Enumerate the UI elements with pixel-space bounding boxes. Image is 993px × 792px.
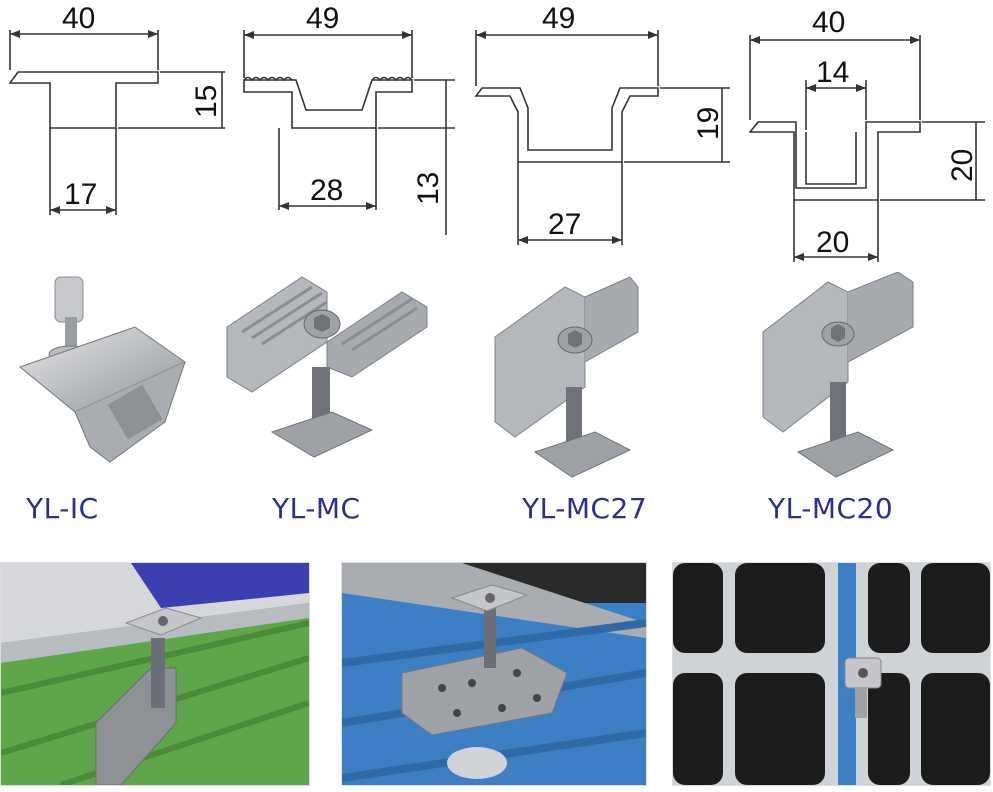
dim-mc20-height: 20 bbox=[946, 149, 979, 182]
model-label-yl-mc27: YL-MC27 bbox=[522, 492, 648, 525]
install-photo-green-roof bbox=[0, 562, 310, 786]
dim-mc20-top: 40 bbox=[812, 6, 845, 39]
dim-mc-height: 13 bbox=[412, 172, 445, 205]
dim-mc27-height: 19 bbox=[692, 107, 725, 140]
yl-mc27-photo bbox=[494, 276, 639, 478]
dim-mc20-inner: 14 bbox=[816, 56, 849, 89]
dim-mc27-top: 49 bbox=[542, 2, 575, 35]
yl-mc-photo bbox=[226, 276, 428, 458]
model-label-yl-mc: YL-MC bbox=[272, 492, 361, 525]
model-label-yl-mc20: YL-MC20 bbox=[768, 492, 894, 525]
dim-mc27-bottom: 27 bbox=[548, 208, 581, 241]
dim-mc-top: 49 bbox=[306, 2, 339, 35]
model-label-yl-ic: YL-IC bbox=[26, 492, 99, 525]
install-photo-panel-gap bbox=[672, 562, 991, 786]
yl-ic-photo bbox=[18, 276, 187, 463]
dim-ic-height: 15 bbox=[190, 85, 223, 118]
dim-mc20-bottom: 20 bbox=[816, 226, 849, 259]
dimension-drawings: 40 15 17 49 13 28 49 19 27 40 14 20 20 bbox=[8, 2, 985, 262]
dim-ic-bottom: 17 bbox=[64, 178, 97, 211]
install-photo-blue-roof bbox=[341, 562, 647, 786]
yl-mc20-photo bbox=[762, 272, 914, 478]
dim-ic-top: 40 bbox=[62, 2, 95, 35]
dim-mc-bottom: 28 bbox=[310, 174, 343, 207]
